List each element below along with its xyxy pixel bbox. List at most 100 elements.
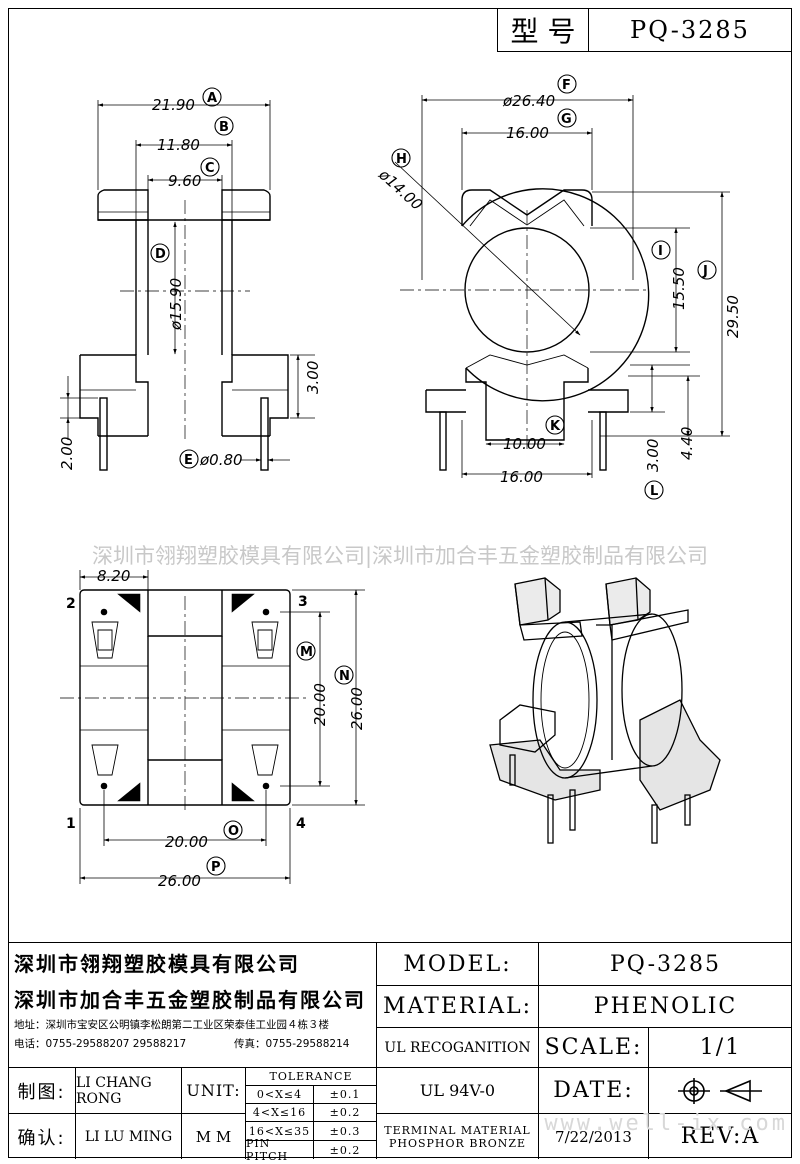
tol-range-2: 4<X≤16 [246, 1103, 314, 1121]
dim-l2: 4.40 [678, 427, 696, 460]
ul-label: UL RECOGANITION [376, 1027, 538, 1067]
balloon-g: G [557, 108, 577, 128]
dim-bottom: 16.00 [500, 468, 543, 486]
dim-h2: 2.00 [58, 437, 76, 470]
svg-text:I: I [658, 244, 663, 259]
dim-p: 26.00 [158, 872, 201, 890]
dim-l1: 3.00 [644, 439, 662, 472]
balloon-k: K [545, 415, 565, 435]
svg-text:F: F [562, 78, 571, 93]
model-value: PQ-3285 [538, 943, 792, 985]
balloon-h: H [391, 148, 411, 168]
svg-text:L: L [650, 484, 658, 499]
svg-text:N: N [339, 669, 350, 684]
bottom-view [60, 589, 310, 810]
balloon-f: F [557, 74, 577, 94]
tolerance-title: TOLERANCE [246, 1067, 376, 1085]
checked-value: LI LU MING [76, 1113, 182, 1159]
date-label: DATE: [538, 1067, 648, 1113]
dim-f: ø26.40 [502, 92, 555, 110]
drawing-frame [8, 8, 792, 1158]
terminal-line-2: PHOSPHOR BRONZE [388, 1136, 527, 1150]
drawn-label: 制图: [8, 1067, 76, 1113]
svg-text:D: D [155, 247, 166, 262]
front-view [79, 189, 289, 471]
top-model-value: PQ-3285 [630, 16, 750, 44]
projection-symbol [648, 1067, 792, 1113]
balloon-l: L [644, 480, 664, 500]
drawn-value: LI CHANG RONG [76, 1067, 182, 1113]
dim-g: 16.00 [506, 124, 549, 142]
dim-o: 20.00 [165, 833, 208, 851]
pin-3: 3 [298, 594, 308, 610]
pin-1: 1 [66, 816, 76, 832]
balloon-c: C [200, 157, 220, 177]
revision: REV:A [648, 1113, 792, 1159]
balloon-j: J [697, 260, 717, 280]
svg-text:A: A [207, 91, 217, 106]
company-banner: 深圳市翎翔塑胶模具有限公司|深圳市加合丰五金塑胶制品有限公司 [91, 544, 709, 568]
balloon-p: P [206, 856, 226, 876]
checked-label: 确认: [8, 1113, 76, 1159]
dim-h3: 3.00 [304, 361, 322, 394]
balloon-i: I [651, 240, 671, 260]
side-dimension-lines [394, 95, 730, 478]
company-name-1: 深圳市翎翔塑胶模具有限公司 [14, 951, 300, 976]
balloon-n: N [334, 665, 354, 685]
company-name-2: 深圳市加合丰五金塑胶制品有限公司 [14, 987, 366, 1012]
dim-w: 8.20 [97, 567, 130, 585]
website-watermark: www.well-ix.com [544, 1111, 788, 1136]
dim-c: 9.60 [168, 172, 201, 190]
company-fax: 传真：0755-29588214 [234, 1037, 350, 1050]
scale-label: SCALE: [538, 1027, 648, 1067]
date-value: 7/22/2013 [538, 1113, 648, 1159]
svg-text:J: J [702, 264, 708, 279]
svg-text:B: B [219, 120, 229, 135]
dim-h: ø14.00 [375, 165, 427, 214]
dim-m: 20.00 [311, 683, 329, 726]
balloons: A B C D E F G H I J K L M N O P [150, 74, 717, 876]
material-value: PHENOLIC [538, 985, 792, 1027]
model-label: MODEL: [376, 943, 538, 985]
svg-text:M: M [300, 645, 313, 660]
unit-value: M M [182, 1113, 246, 1159]
dim-i: 15.50 [670, 267, 688, 310]
svg-text:G: G [561, 112, 572, 127]
terminal-material: TERMINAL MATERIAL PHOSPHOR BRONZE [376, 1113, 538, 1159]
bottom-dimension-lines [79, 570, 365, 884]
dim-a: 21.90 [152, 96, 195, 114]
balloon-d: D [150, 243, 170, 263]
dim-d: ø15.90 [167, 278, 185, 331]
scale-value: 1/1 [648, 1027, 792, 1067]
tol-value-3: ±0.3 [314, 1121, 376, 1140]
tol-range-3: 16<X≤35 [246, 1121, 314, 1140]
pin-2: 2 [66, 596, 76, 612]
svg-text:K: K [550, 419, 561, 434]
svg-text:O: O [228, 824, 239, 839]
dim-n: 26.00 [348, 687, 366, 730]
tol-value-4: ±0.2 [314, 1140, 376, 1159]
tol-value-2: ±0.2 [314, 1103, 376, 1121]
material-label: MATERIAL: [376, 985, 538, 1027]
isometric-view [489, 577, 721, 844]
dim-b: 11.80 [157, 136, 200, 154]
balloon-o: O [223, 820, 243, 840]
tol-range-1: 0<X≤4 [246, 1085, 314, 1103]
balloon-b: B [214, 116, 234, 136]
company-address: 地址：深圳市宝安区公明镇李松朗第二工业区荣泰佳工业园４栋３楼 [14, 1018, 329, 1031]
ul-value: UL 94V-0 [376, 1067, 538, 1113]
svg-text:E: E [184, 453, 193, 468]
terminal-line-1: TERMINAL MATERIAL [384, 1123, 531, 1137]
svg-text:P: P [211, 860, 221, 875]
title-block: 深圳市翎翔塑胶模具有限公司 深圳市加合丰五金塑胶制品有限公司 地址：深圳市宝安区… [8, 942, 792, 1163]
top-model-box: 型 号 PQ-3285 [497, 8, 792, 52]
tol-value-1: ±0.1 [314, 1085, 376, 1103]
dim-k: 10.00 [503, 435, 546, 453]
dim-e: ø0.80 [199, 451, 243, 469]
tol-range-4: PIN PITCH [246, 1137, 314, 1163]
dim-j: 29.50 [724, 295, 742, 338]
balloon-e: E [179, 449, 199, 469]
unit-label: UNIT: [182, 1067, 246, 1113]
company-phone: 电话：0755-29588207 29588217 [14, 1037, 187, 1050]
side-view [400, 188, 650, 471]
